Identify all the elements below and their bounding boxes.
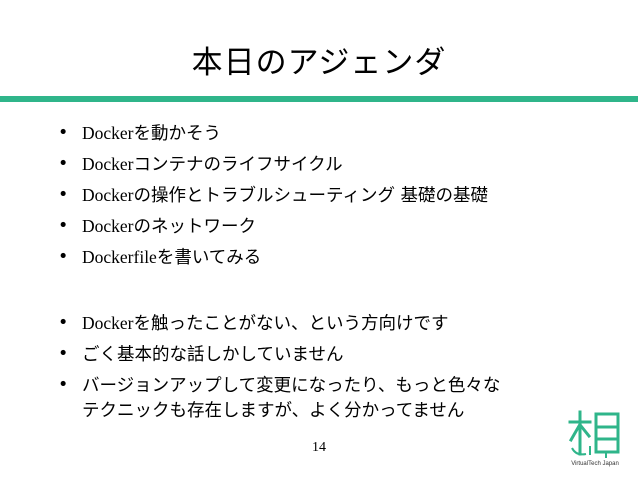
bullet-marker: • [58,313,69,333]
bullet-marker: • [58,375,69,395]
bullet-latin-text: Docker [82,313,134,333]
bullet-marker: • [58,216,69,236]
slide-title: 本日のアジェンダ [191,45,447,81]
bullet-text: Dockerfileを書いてみる [82,244,261,271]
bullet-text: ごく基本的な話しかしていません [82,341,343,368]
page-number: 14 [312,440,326,455]
bullet-japanese-text: バージョンアップして変更になったり、もっと色々な [82,376,501,396]
bullet-japanese-text: を書いてみる [156,248,262,268]
bullet-text: Dockerを動かそう [82,120,221,147]
bullet-latin-text: Docker [82,216,134,236]
title-divider [0,96,638,102]
bullet-marker: • [58,247,69,267]
bullet-japanese-text: のネットワーク [133,217,257,237]
ai-kanji-logo-icon [568,410,620,458]
bullet-japanese-text: コンテナのライフサイクル [133,155,343,175]
bullet-marker: • [58,154,69,174]
bullet-text: Dockerの操作とトラブルシューティング 基礎の基礎 [82,182,488,209]
bullet-japanese-text: テクニックも存在しますが、よく分かってません [82,401,465,421]
logo-caption: VirtualTech Japan [571,461,619,467]
bullet-latin-text: Docker [82,185,134,205]
bullet-japanese-text: ごく基本的な話しかしていません [82,345,344,365]
bullet-latin-text: Docker [82,123,134,143]
bullet-latin-text: Dockerfile [82,247,157,267]
bullet-japanese-text: を動かそう [133,124,222,144]
bullet-text: Dockerのネットワーク [82,213,256,240]
bullet-text: Dockerコンテナのライフサイクル [82,151,343,178]
bullet-japanese-text: を触ったことがない、という方向けです [133,314,449,334]
bullet-marker: • [58,185,69,205]
bullet-marker: • [58,344,69,364]
bullet-marker: • [58,123,69,143]
bullet-latin-text: Docker [82,154,134,174]
bullet-text: バージョンアップして変更になったり、もっと色々な [82,372,500,399]
bullet-japanese-text: の操作とトラブルシューティング 基礎の基礎 [133,186,489,206]
bullet-text: Dockerを触ったことがない、という方向けです [82,310,449,337]
bullet-text: テクニックも存在しますが、よく分かってません [82,397,464,424]
company-logo: VirtualTech Japan [566,408,624,468]
